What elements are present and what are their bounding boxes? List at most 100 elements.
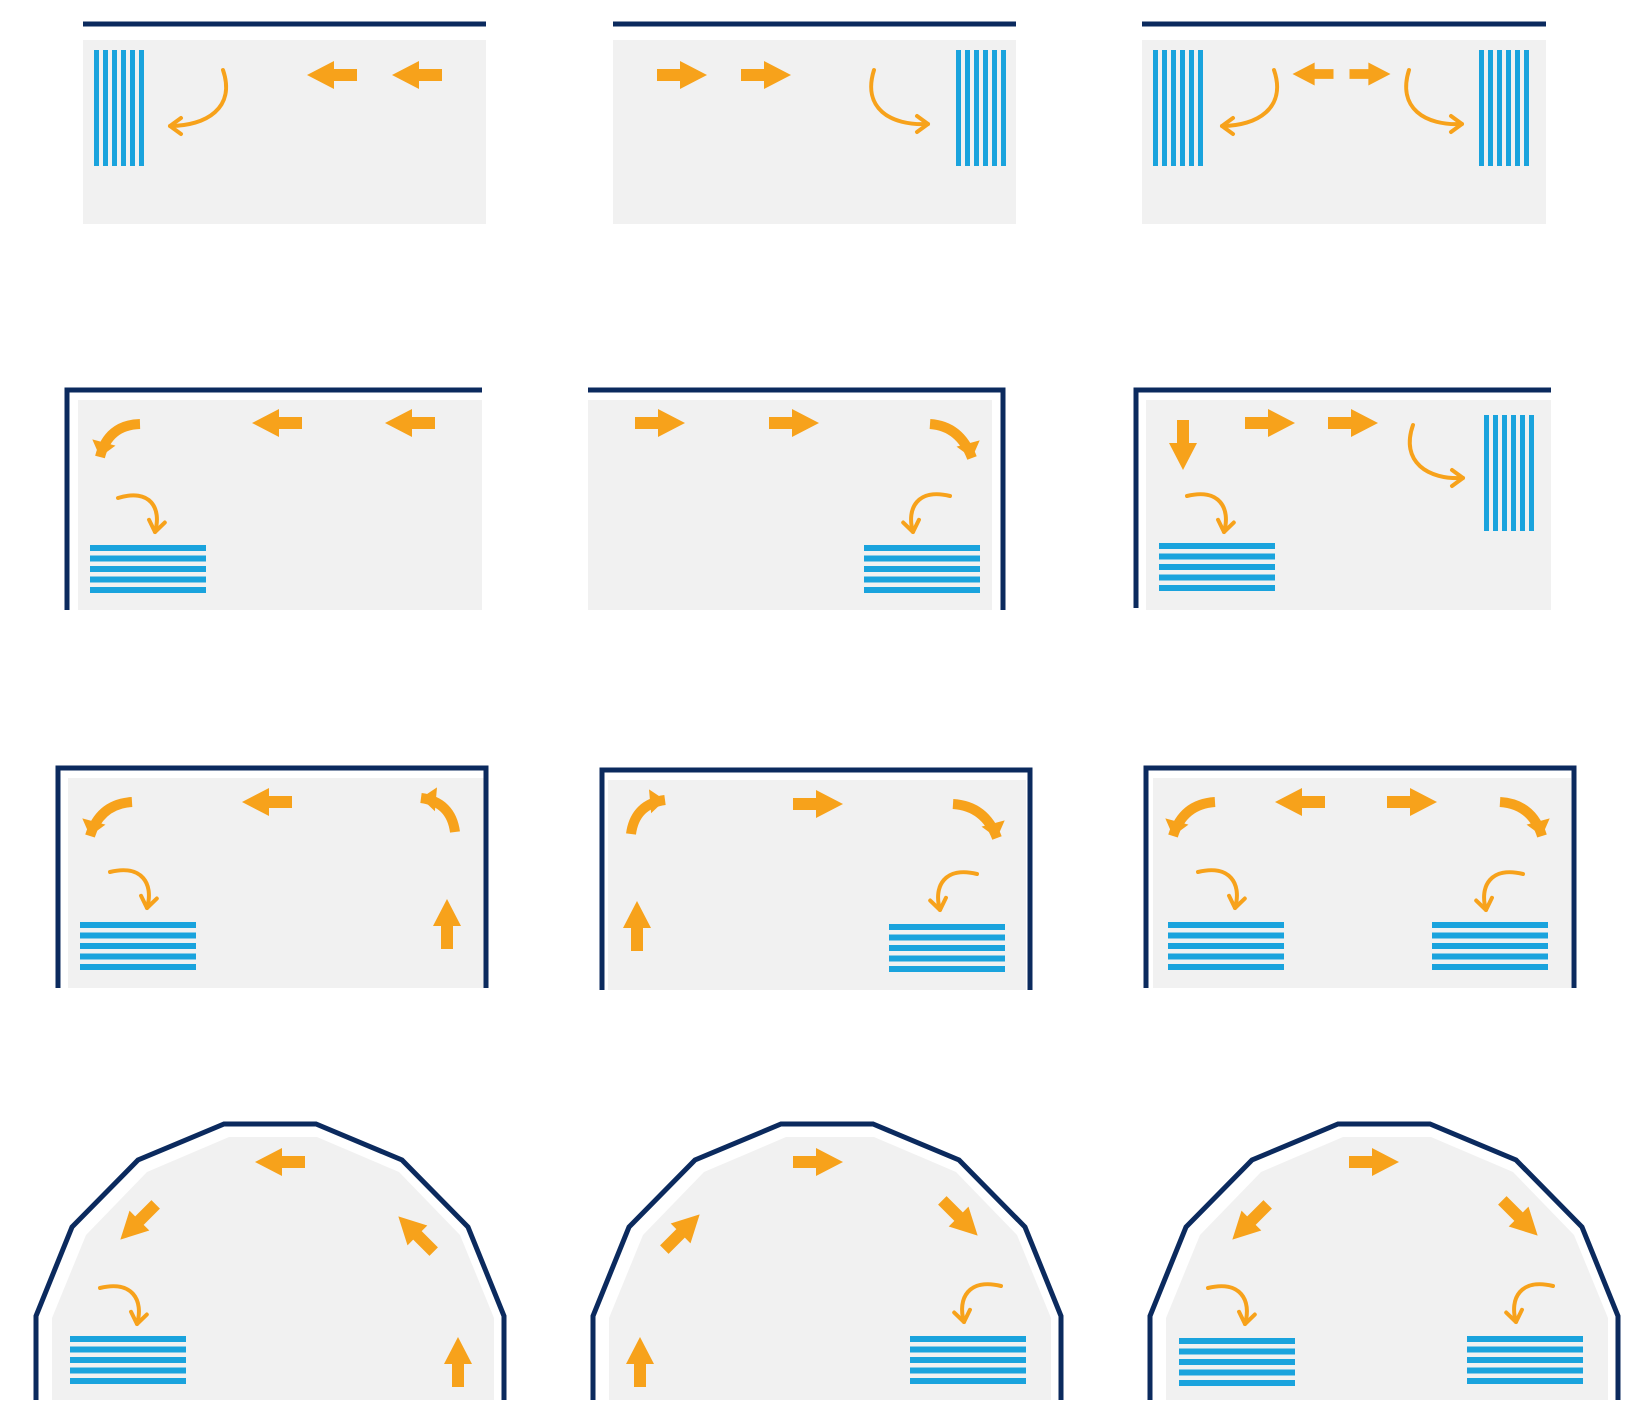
straight-arrow-icon	[242, 788, 292, 816]
thin-curl-body	[869, 68, 930, 127]
rack-slat	[1502, 415, 1507, 531]
thin-curl-head	[139, 893, 159, 910]
rack-slat	[1479, 50, 1484, 166]
rack-slat	[121, 50, 126, 166]
rack-slat	[1467, 1378, 1583, 1384]
floor-area	[588, 400, 992, 610]
straight-arrow-icon	[1498, 1196, 1538, 1236]
rack-slat	[910, 1346, 1026, 1353]
curved-arrow-icon	[1165, 797, 1216, 838]
curved-arrow-icon	[420, 787, 460, 833]
rack-slat	[80, 932, 196, 939]
rack-slat	[1168, 953, 1284, 960]
rack-slat	[139, 50, 144, 166]
thin-curl-body	[1220, 68, 1280, 128]
panel-single-wall-left-rack	[83, 21, 486, 224]
panel-dome-two-racks	[1147, 1121, 1621, 1400]
rack-slat	[1520, 415, 1525, 531]
curved-arrow-head	[649, 789, 665, 814]
straight-arrow-icon	[1349, 1148, 1399, 1176]
thin-curl-head	[129, 1309, 149, 1326]
thin-curl-head	[952, 1307, 972, 1324]
thin-curl-arrow-icon	[1474, 870, 1525, 912]
rack-slat	[1432, 953, 1548, 960]
rack-slat	[1171, 50, 1176, 166]
rack-slat	[1515, 50, 1520, 166]
rack-slat	[1198, 50, 1203, 166]
curved-arrow-icon	[929, 419, 980, 460]
thin-curl-head	[915, 114, 930, 134]
panel-two-walls-two-racks	[1133, 387, 1551, 610]
curved-arrow-icon	[92, 419, 141, 459]
thin-curl-arrow-icon	[1404, 68, 1464, 134]
rack-slat	[80, 953, 196, 960]
wall-outline	[55, 765, 489, 988]
straight-arrow-icon	[252, 409, 302, 437]
rack-slat	[112, 50, 117, 166]
thin-curl-head	[1220, 116, 1235, 136]
curved-arrow-icon	[952, 799, 1005, 840]
straight-arrow-icon	[938, 1196, 978, 1236]
thin-curl-head	[901, 517, 921, 534]
floor-area	[1166, 1137, 1608, 1400]
rack-slat	[864, 576, 980, 583]
rack-slat	[1159, 553, 1275, 560]
thin-curl-head	[928, 895, 948, 912]
curved-arrow-head	[421, 787, 437, 812]
rack-slat	[1168, 943, 1284, 949]
wall-outline	[590, 1121, 1064, 1400]
rack-slat	[1179, 1348, 1295, 1355]
thin-curl-body	[98, 1284, 141, 1326]
rack-slat	[1189, 50, 1194, 166]
thin-curl-body	[1185, 492, 1228, 534]
straight-arrow-icon	[1232, 1200, 1272, 1240]
rack-slat	[864, 545, 980, 551]
thin-curl-body	[1512, 1282, 1555, 1324]
curved-arrow-icon	[1499, 797, 1550, 838]
thin-curl-body	[1206, 1284, 1249, 1326]
panel-three-walls-left-rack	[55, 765, 489, 988]
panel-single-wall-two-racks	[1142, 21, 1546, 224]
rack-slat	[1432, 932, 1548, 939]
rack-icon	[956, 50, 1006, 166]
panel-three-walls-right-rack	[599, 767, 1033, 990]
rack-slat	[90, 545, 206, 551]
rack-slat	[70, 1346, 186, 1353]
straight-arrow-icon	[1387, 788, 1437, 816]
rack-icon	[864, 545, 980, 593]
rack-slat	[1506, 50, 1511, 166]
straight-arrow-icon	[398, 1216, 438, 1256]
thin-curl-arrow-icon	[108, 868, 159, 910]
rack-slat	[1497, 50, 1502, 166]
rack-slat	[1467, 1336, 1583, 1342]
rack-icon	[90, 545, 206, 593]
rack-slat	[1179, 1359, 1295, 1365]
rack-slat	[90, 566, 206, 572]
rack-slat	[910, 1336, 1026, 1342]
wall-outline	[1147, 1121, 1621, 1400]
panel-dome-left-rack	[33, 1121, 507, 1400]
curved-arrow-head	[981, 820, 1005, 838]
thin-curl-body	[168, 68, 229, 128]
curved-arrow-head	[1165, 818, 1189, 836]
straight-arrow-icon	[1349, 62, 1391, 86]
rack-slat	[889, 966, 1005, 972]
thin-curl-arrow-icon	[928, 870, 979, 912]
thin-curl-arrow-icon	[1504, 1282, 1555, 1324]
rack-slat	[1159, 574, 1275, 581]
thin-curl-body	[1407, 423, 1465, 481]
straight-arrow-icon	[1169, 420, 1197, 470]
thin-curl-arrow-icon	[168, 68, 229, 136]
rack-slat	[1467, 1367, 1583, 1374]
panel-two-walls-left-rack	[64, 387, 482, 610]
rack-slat	[70, 1357, 186, 1363]
straight-arrow-icon	[635, 409, 685, 437]
straight-arrow-icon	[1275, 788, 1325, 816]
straight-arrow-icon	[660, 1214, 700, 1254]
straight-arrow-icon	[1328, 409, 1378, 437]
thin-curl-head	[1450, 468, 1465, 488]
floor-area	[52, 1137, 494, 1400]
straight-arrow-icon	[433, 899, 461, 949]
rack-slat	[1432, 922, 1548, 928]
